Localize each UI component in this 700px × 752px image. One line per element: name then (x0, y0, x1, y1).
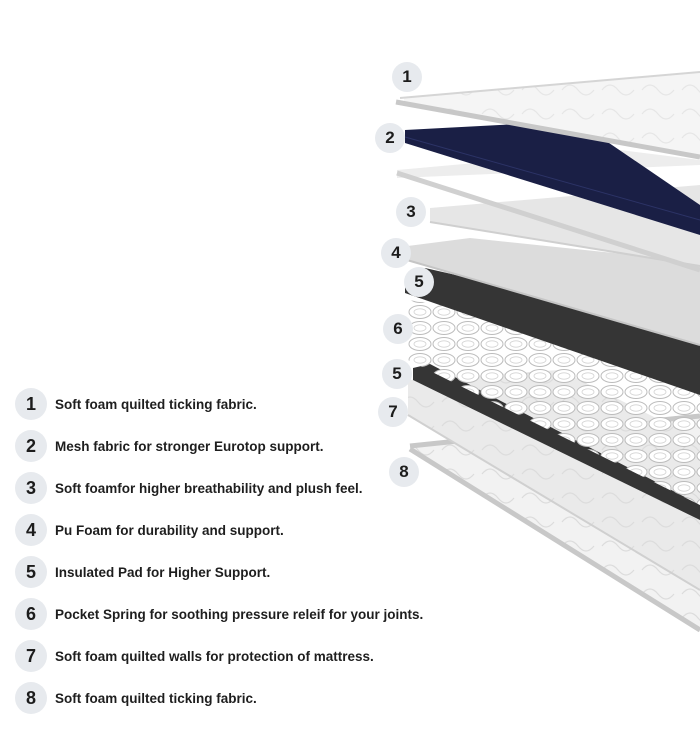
legend-number: 5 (25, 561, 36, 582)
legend-number-badge: 7 (15, 640, 47, 672)
legend-item: 7 Soft foam quilted walls for protection… (15, 639, 374, 673)
legend-text: Pu Foam for durability and support. (55, 522, 284, 538)
callout-badge: 4 (381, 238, 411, 268)
legend-number-badge: 3 (15, 472, 47, 504)
layer-insulated-pad-upper (405, 268, 700, 395)
callout-number: 5 (414, 272, 424, 291)
callout-number: 1 (402, 67, 412, 86)
layer-mesh-fabric (396, 122, 700, 273)
callout-number: 3 (406, 202, 416, 221)
callout-badge: 8 (389, 457, 419, 487)
callout-number: 6 (393, 319, 403, 338)
legend-text: Mesh fabric for stronger Eurotop support… (55, 438, 324, 454)
legend-number-badge: 4 (15, 514, 47, 546)
legend-text: Soft foam quilted ticking fabric. (55, 690, 257, 706)
layer-pu-foam (399, 238, 700, 346)
callout-number: 5 (392, 364, 402, 383)
callout-badge: 2 (375, 123, 405, 153)
legend-number: 4 (25, 519, 36, 540)
callout-badge: 5 (382, 359, 412, 389)
legend-text: Soft foam quilted ticking fabric. (55, 396, 257, 412)
callout-number: 2 (385, 128, 395, 147)
callout-badge: 5 (404, 267, 434, 297)
legend-number: 3 (25, 477, 36, 498)
layer-insulated-pad-lower (413, 364, 700, 520)
legend-number: 2 (25, 435, 36, 456)
legend-number-badge: 5 (15, 556, 47, 588)
legend-item: 2 Mesh fabric for stronger Eurotop suppo… (15, 429, 324, 463)
legend-number: 6 (25, 603, 36, 624)
legend-text: Insulated Pad for Higher Support. (55, 564, 271, 580)
legend-text: Pocket Spring for soothing pressure rele… (55, 606, 424, 622)
legend-number: 1 (25, 393, 36, 414)
legend-number-badge: 8 (15, 682, 47, 714)
legend-item: 3 Soft foamfor higher breathability and … (15, 471, 363, 505)
callout-badge: 3 (396, 197, 426, 227)
legend-text: Soft foamfor higher breathability and pl… (55, 480, 363, 496)
callout-number: 7 (388, 402, 398, 421)
legend-item: 4 Pu Foam for durability and support. (15, 513, 284, 547)
legend-item: 6 Pocket Spring for soothing pressure re… (15, 597, 423, 631)
legend-number-badge: 6 (15, 598, 47, 630)
legend-number: 7 (25, 645, 36, 666)
layer-top-ticking (395, 71, 700, 160)
legend-item: 8 Soft foam quilted ticking fabric. (15, 681, 257, 715)
legend-number: 8 (25, 687, 36, 708)
legend-number-badge: 1 (15, 388, 47, 420)
callout-badge: 6 (383, 314, 413, 344)
callout-number: 8 (399, 462, 409, 481)
callout-badge: 7 (378, 397, 408, 427)
legend-item: 5 Insulated Pad for Higher Support. (15, 555, 270, 589)
legend-item: 1 Soft foam quilted ticking fabric. (15, 387, 257, 421)
callout-badge: 1 (392, 62, 422, 92)
callout-number: 4 (391, 243, 401, 262)
legend-number-badge: 2 (15, 430, 47, 462)
legend-text: Soft foam quilted walls for protection o… (55, 648, 374, 664)
